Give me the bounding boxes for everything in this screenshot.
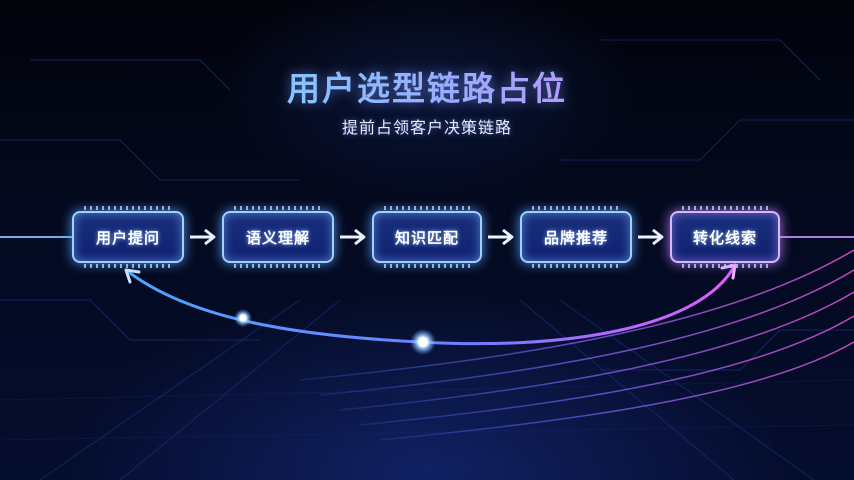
loop-dot-large-core — [418, 337, 428, 347]
flow-step-semantic-understanding: 语义理解 — [222, 206, 334, 268]
flow-step-label: 知识匹配 — [394, 228, 459, 247]
loop-arrowhead-icon — [124, 268, 141, 284]
flow-step-lead-conversion: 转化线索 — [670, 206, 780, 268]
flow-step-label: 用户提问 — [95, 228, 160, 247]
flow-step-label: 品牌推荐 — [543, 228, 608, 247]
arrow-right-icon — [340, 228, 366, 246]
arrow-right-icon — [638, 228, 664, 246]
loop-dot-core — [239, 314, 247, 322]
flow-step-label: 转化线索 — [692, 228, 757, 247]
page-subtitle: 提前占领客户决策链路 — [341, 118, 512, 137]
flow-step-knowledge-matching: 知识匹配 — [372, 206, 482, 268]
flow-step-user-question: 用户提问 — [72, 206, 184, 268]
page-title: 用户选型链路占位 — [0, 62, 854, 110]
arrow-right-icon — [190, 228, 216, 246]
arrow-right-icon — [488, 228, 514, 246]
flow-step-brand-recommendation: 品牌推荐 — [520, 206, 632, 268]
flow-step-label: 语义理解 — [245, 228, 310, 247]
